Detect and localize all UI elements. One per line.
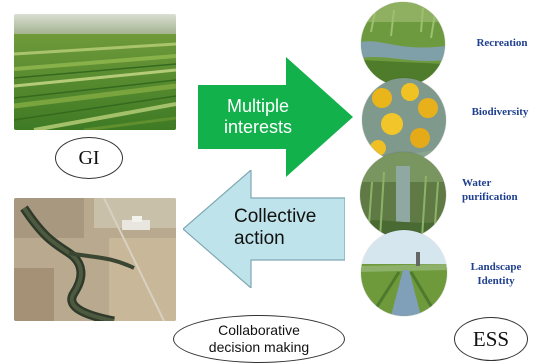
landscape-identity-label: Landscape Identity xyxy=(470,261,522,288)
aerial-stream-photo xyxy=(14,198,176,321)
ess-label: ESS xyxy=(472,326,510,351)
biodiversity-photo xyxy=(362,78,446,162)
recreation-photo xyxy=(361,2,445,86)
polder-landscape-photo xyxy=(14,14,176,130)
multiple-interests-label: Multiple interests xyxy=(223,96,293,137)
collective-action-arrow xyxy=(183,170,345,288)
collective-action-label: Collective action xyxy=(234,206,317,249)
collaborative-decision-label: Collaborative decision making xyxy=(208,322,310,355)
gi-label: GI xyxy=(78,146,100,169)
collaborative-decision-node: Collaborative decision making xyxy=(173,315,345,363)
water-purification-label: Water purification xyxy=(462,177,518,204)
water-purification-photo xyxy=(360,152,446,238)
landscape-identity-photo xyxy=(361,230,447,316)
recreation-label: Recreation xyxy=(476,37,528,49)
multiple-interests-arrow xyxy=(198,57,353,177)
ess-node: ESS xyxy=(454,317,528,361)
biodiversity-label: Biodiversity xyxy=(471,106,529,118)
gi-node: GI xyxy=(55,137,123,179)
